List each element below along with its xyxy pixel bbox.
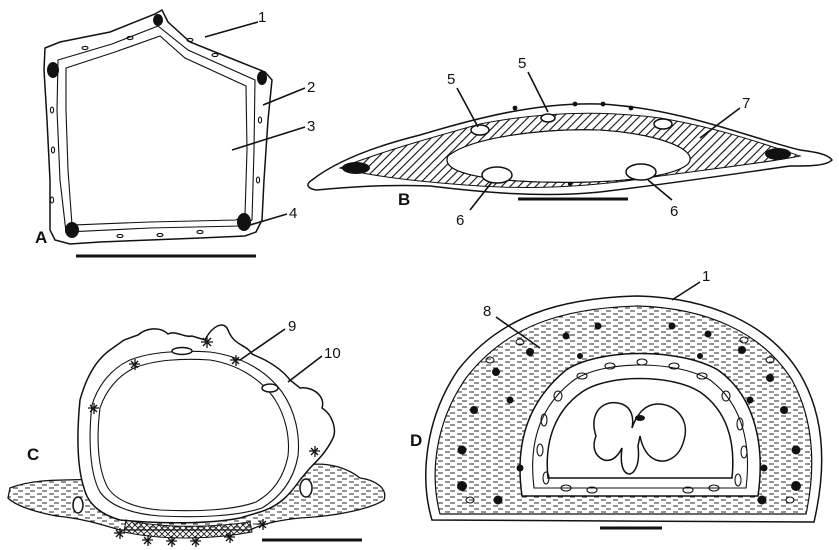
panel-b-callout-5a: 5 <box>447 71 455 88</box>
panel-b-callout-6b: 6 <box>670 203 678 220</box>
panel-a-corner-body <box>257 71 267 85</box>
panel-d-callout-1: 1 <box>702 268 710 285</box>
panel-c-callout-10: 10 <box>324 345 341 362</box>
panel-a-callout-1: 1 <box>258 9 266 26</box>
panel-a-corner-body <box>153 14 163 26</box>
panel-a-corner-body <box>47 62 59 78</box>
panel-b-end-body <box>765 148 791 160</box>
panel-b-callout-6a: 6 <box>456 212 464 229</box>
panel-a-outer-wall <box>44 10 272 244</box>
panel-b-vessel <box>471 125 489 135</box>
panel-c-callout-line-10 <box>288 356 322 382</box>
panel-b-vessel <box>654 119 672 129</box>
panel-a-callout-line-1 <box>205 22 258 37</box>
panel-b-vessel <box>482 167 512 183</box>
panel-d-center-dot <box>635 415 645 421</box>
panel-c: 9 10 C <box>8 318 385 547</box>
panel-c-callout-line-9 <box>240 329 285 360</box>
panel-a: 1 2 3 4 A <box>35 9 315 256</box>
panel-a-corner-body <box>65 222 79 238</box>
panel-a-label: A <box>35 228 47 247</box>
panel-d-label: D <box>410 431 422 450</box>
panel-c-callout-9: 9 <box>288 318 296 335</box>
panel-b-callout-line-5b <box>528 72 548 112</box>
panel-b-vessel <box>541 114 555 122</box>
panel-a-corner-body <box>237 213 251 231</box>
panel-a-callout-2: 2 <box>307 79 315 96</box>
panel-b: 5 5 7 6 6 B <box>308 55 832 229</box>
panel-c-label: C <box>27 445 39 464</box>
panel-a-callout-4: 4 <box>289 205 297 222</box>
panel-a-callout-3: 3 <box>307 118 315 135</box>
panel-d: 1 8 D <box>410 268 822 528</box>
panel-b-callout-7: 7 <box>742 95 750 112</box>
panel-b-callout-5b: 5 <box>518 55 526 72</box>
panel-d-callout-line-1 <box>672 282 700 300</box>
panel-b-end-body <box>342 162 370 174</box>
panel-b-label: B <box>398 190 410 209</box>
panel-d-callout-8: 8 <box>483 303 491 320</box>
panel-b-vessel <box>626 164 656 180</box>
